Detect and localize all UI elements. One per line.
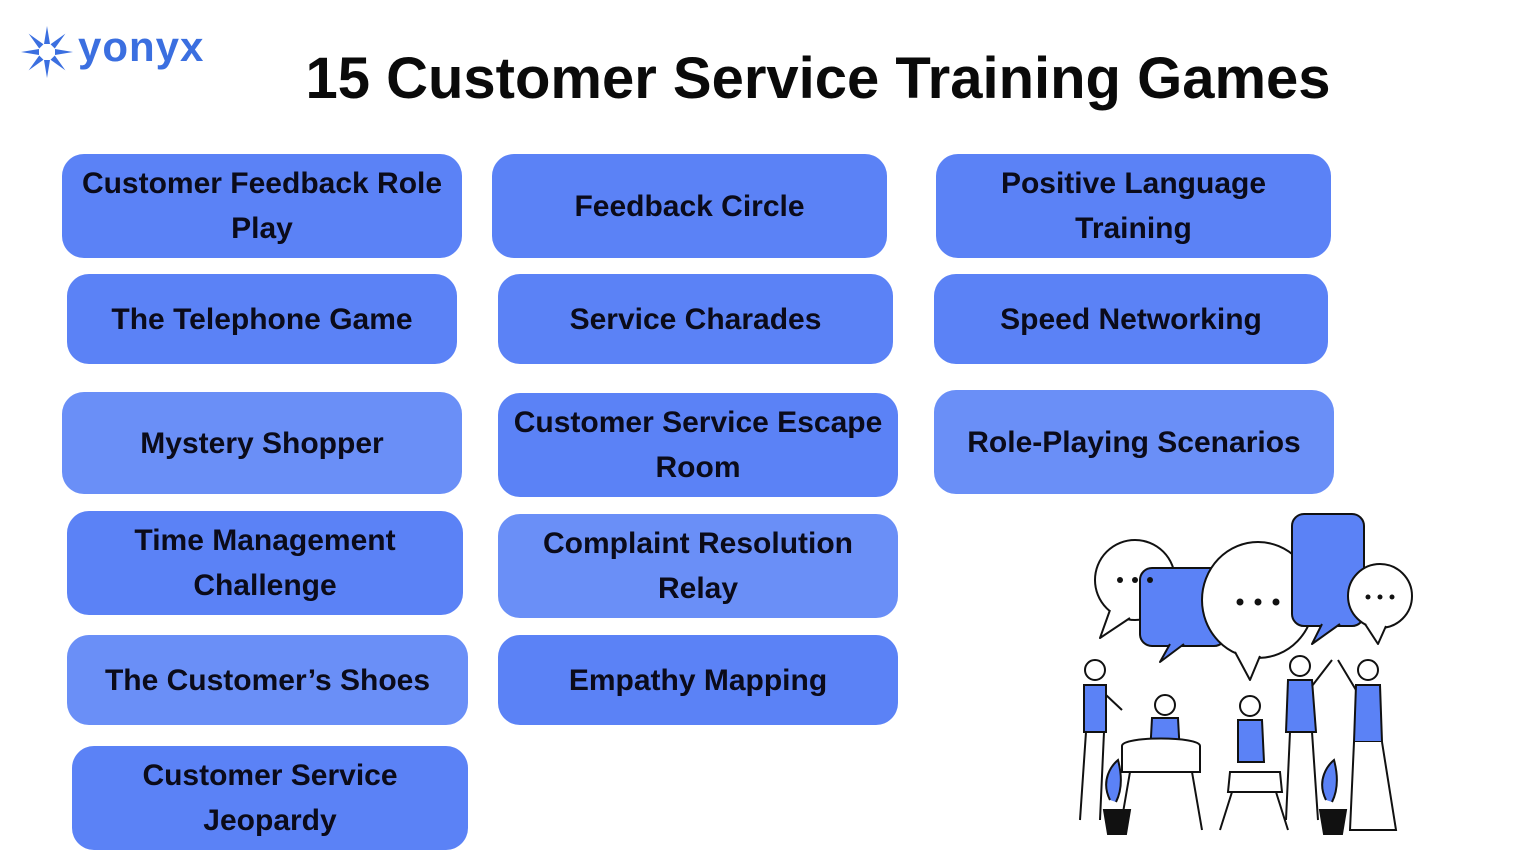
game-card-service-charades: Service Charades	[498, 274, 893, 364]
game-card-customer-feedback-role-play: Customer Feedback Role Play	[62, 154, 462, 258]
game-card-feedback-circle: Feedback Circle	[492, 154, 887, 258]
game-card-customer-service-jeopardy: Customer Service Jeopardy	[72, 746, 468, 850]
page-title: 15 Customer Service Training Games	[305, 46, 1331, 111]
brand-name: yonyx	[78, 23, 205, 70]
game-card-customer-service-escape-room: Customer Service Escape Room	[498, 393, 898, 497]
game-card-time-management-challenge: Time Management Challenge	[67, 511, 463, 615]
starburst-logo-icon	[21, 26, 73, 78]
brand-logo	[18, 22, 218, 82]
game-card-speed-networking: Speed Networking	[934, 274, 1328, 364]
game-card-positive-language-training: Positive Language Training	[936, 154, 1331, 258]
game-card-empathy-mapping: Empathy Mapping	[498, 635, 898, 725]
people-conversation-illustration-icon	[1079, 513, 1413, 835]
game-card-mystery-shopper: Mystery Shopper	[62, 392, 462, 494]
game-card-complaint-resolution-relay: Complaint Resolution Relay	[498, 514, 898, 618]
game-card-customers-shoes: The Customer’s Shoes	[67, 635, 468, 725]
game-card-telephone-game: The Telephone Game	[67, 274, 457, 364]
game-card-role-playing-scenarios: Role-Playing Scenarios	[934, 390, 1334, 494]
